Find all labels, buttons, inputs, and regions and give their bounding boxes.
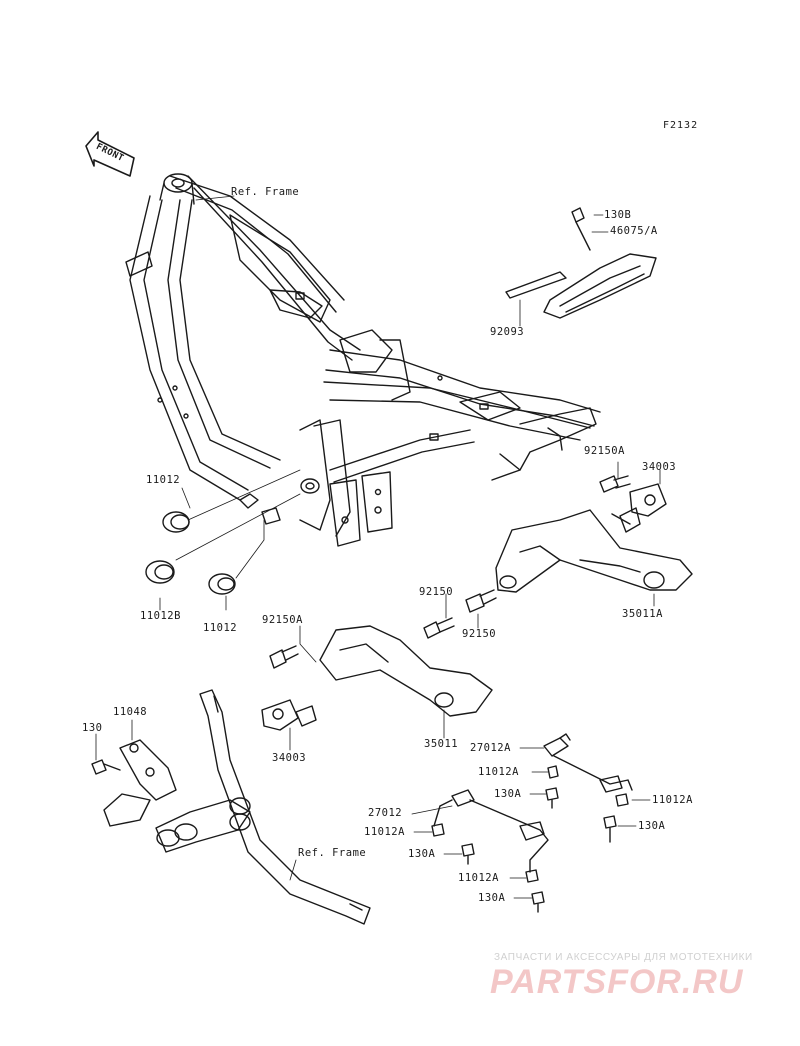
label-130B: 130B <box>604 209 632 221</box>
cap-11012A-right <box>615 793 629 807</box>
footpeg-34003-left <box>261 699 317 731</box>
watermark-tagline: ЗАПЧАСТИ И АКСЕССУАРЫ ДЛЯ МОТОТЕХНИКИ <box>494 952 753 963</box>
frame-illustration <box>125 173 601 547</box>
figure-code: F2132 <box>663 120 699 131</box>
label-11012B: 11012B <box>140 610 181 622</box>
label-11012A-2: 11012A <box>364 826 405 838</box>
leader-lines <box>95 195 661 899</box>
label-130A-3: 130A <box>478 892 506 904</box>
grommet-11012-top <box>162 511 190 533</box>
label-35011: 35011 <box>424 738 459 750</box>
label-92150-upper: 92150 <box>419 586 454 598</box>
front-arrow-icon <box>85 131 135 177</box>
label-27012: 27012 <box>368 807 403 819</box>
label-34003-left: 34003 <box>272 752 307 764</box>
label-130: 130 <box>82 722 103 734</box>
label-11012-bottom: 11012 <box>203 622 238 634</box>
clamp-27012 <box>433 789 549 873</box>
cap-11012A-1 <box>547 765 559 779</box>
label-11012-top: 11012 <box>146 474 181 486</box>
label-11012A-3: 11012A <box>458 872 499 884</box>
grommet-11012B <box>145 560 175 584</box>
label-130A-1: 130A <box>494 788 522 800</box>
cap-11012A-3 <box>525 869 539 883</box>
label-92093: 92093 <box>490 326 525 338</box>
label-27012A: 27012A <box>470 742 511 754</box>
bolt-92150A-left <box>269 645 299 669</box>
grab-rail-illustration <box>505 207 657 319</box>
label-46075A: 46075/A <box>610 225 658 237</box>
bolt-92150-upper <box>423 617 455 639</box>
label-ref-frame-top: Ref. Frame <box>231 186 300 198</box>
label-92150A-right: 92150A <box>584 445 625 457</box>
bolt-130A-1 <box>545 787 559 809</box>
cap-11012A-2 <box>431 823 445 837</box>
footpeg-34003-right <box>611 483 667 533</box>
bolt-130 <box>91 759 121 775</box>
bolt-130A-right <box>603 815 617 843</box>
clamp-27012A <box>543 733 633 793</box>
footpeg-bracket-35011A <box>495 509 693 593</box>
grommet-11012-bottom <box>208 573 236 595</box>
watermark-brand: PARTSFOR.RU <box>490 963 744 1001</box>
bolt-130A-3 <box>531 891 545 913</box>
footpeg-bracket-35011 <box>319 625 493 717</box>
label-130A-2: 130A <box>408 848 436 860</box>
frame-lower-rail <box>199 689 371 925</box>
bolt-92150-lower <box>465 589 497 613</box>
label-92150-lower: 92150 <box>462 628 497 640</box>
bolt-130A-2 <box>461 843 475 865</box>
label-11012A-right: 11012A <box>652 794 693 806</box>
label-ref-frame-bottom: Ref. Frame <box>298 847 367 859</box>
bolt-92150A-right <box>599 475 631 493</box>
label-35011A: 35011A <box>622 608 663 620</box>
label-11012A-1: 11012A <box>478 766 519 778</box>
label-92150A-left: 92150A <box>262 614 303 626</box>
label-130A-right: 130A <box>638 820 666 832</box>
engine-mount-bar <box>155 797 251 853</box>
bracket-11048 <box>119 739 177 801</box>
label-34003-right: 34003 <box>642 461 677 473</box>
side-bracket-lower <box>103 793 151 827</box>
label-11048: 11048 <box>113 706 148 718</box>
